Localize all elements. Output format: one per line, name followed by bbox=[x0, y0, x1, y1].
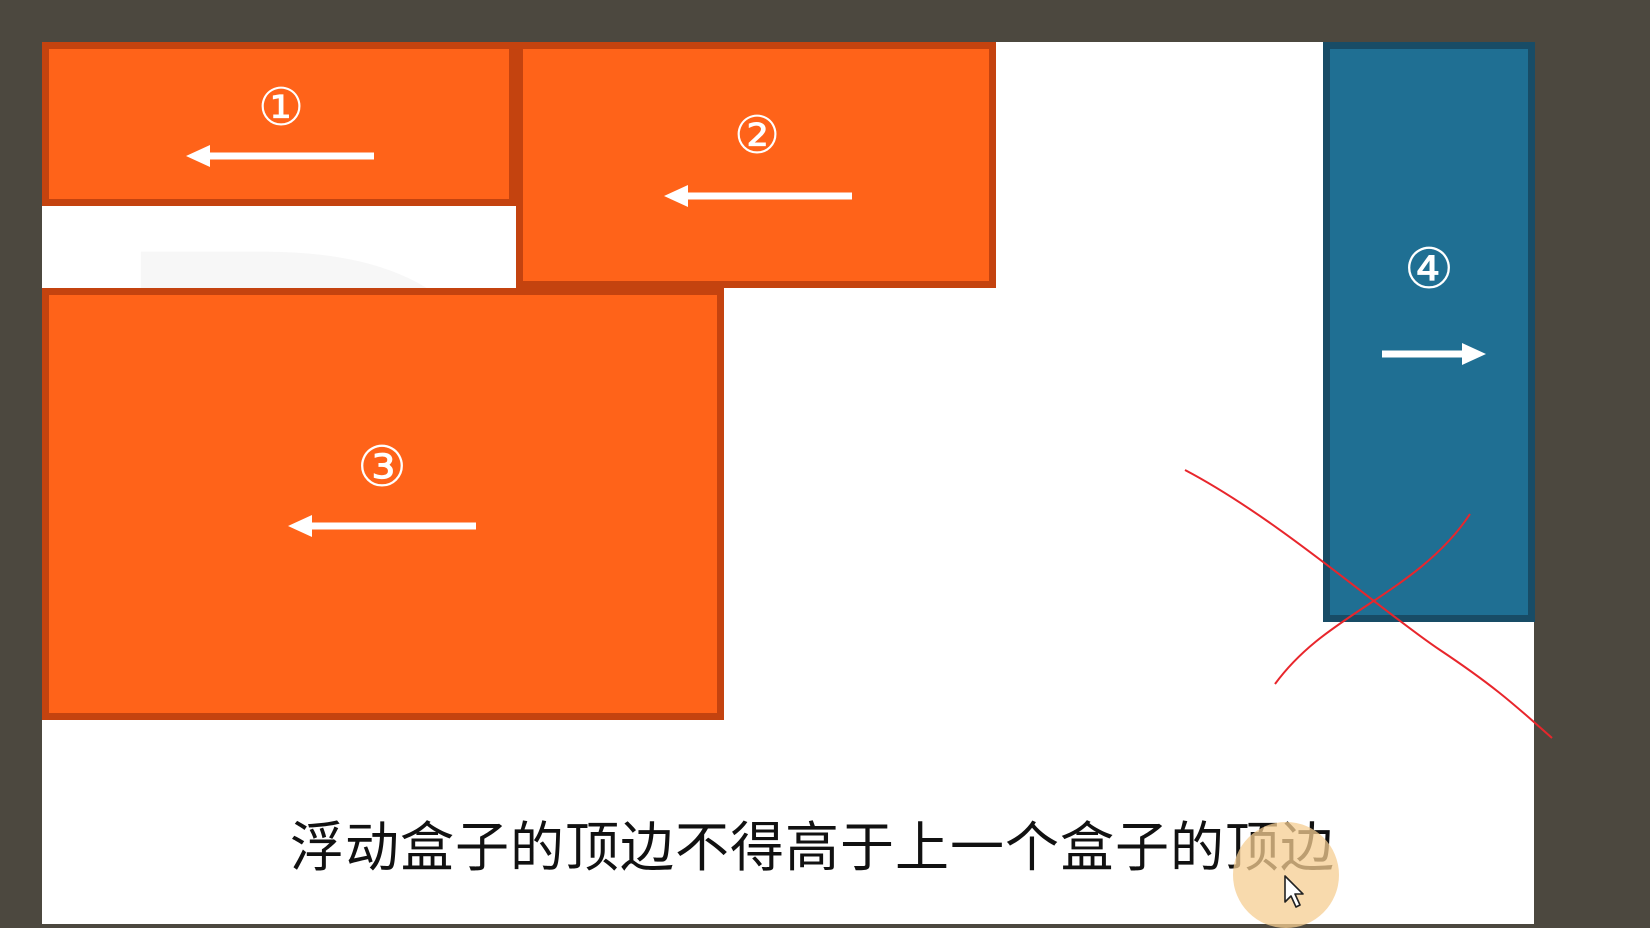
cursor-highlight bbox=[1233, 822, 1339, 928]
arrow-left-icon bbox=[664, 185, 852, 207]
box-1-number: ① bbox=[257, 78, 305, 138]
float-box-4 bbox=[1323, 42, 1535, 622]
box-4-number: ④ bbox=[1403, 237, 1455, 302]
float-box-1 bbox=[42, 42, 516, 206]
mouse-pointer-icon bbox=[1284, 875, 1304, 908]
arrow-left-icon bbox=[288, 515, 476, 537]
float-box-2 bbox=[516, 42, 996, 288]
arrow-left-icon bbox=[186, 145, 374, 167]
slide-caption: 浮动盒子的顶边不得高于上一个盒子的顶边 bbox=[290, 816, 1335, 879]
float-box-3 bbox=[42, 288, 724, 720]
arrow-right-icon bbox=[1382, 343, 1486, 365]
box-3-number: ③ bbox=[356, 435, 408, 500]
box-2-number: ② bbox=[733, 106, 781, 166]
